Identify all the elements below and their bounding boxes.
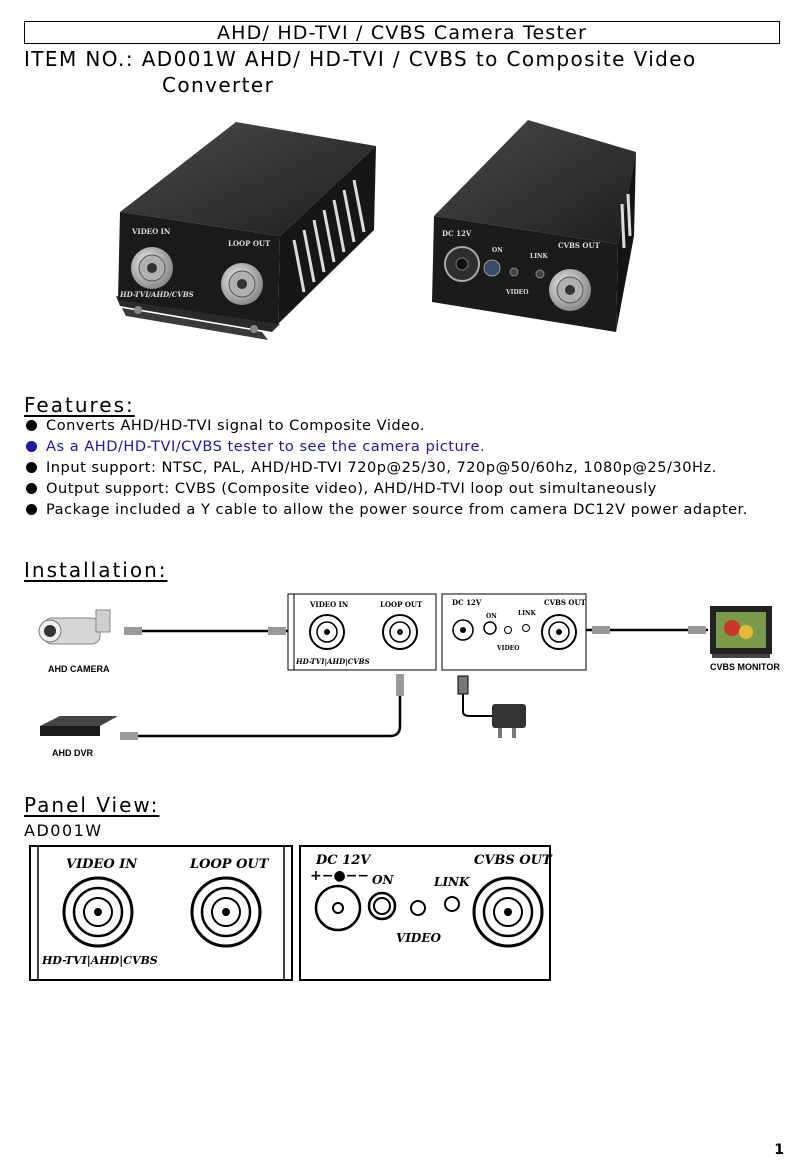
diagram-label-cvbs-out: CVBS OUT [544, 598, 587, 607]
dc-power-jack [314, 884, 362, 932]
bnc-loop-out [190, 876, 262, 948]
bullet-icon [26, 441, 37, 452]
photo-label-link: LINK [530, 253, 549, 260]
on-switch [367, 891, 397, 921]
label-ahd-dvr: AHD DVR [52, 748, 94, 758]
power-adapter-icon [492, 704, 526, 738]
bnc-video-in [62, 876, 134, 948]
panel-label-video: VIDEO [396, 931, 441, 945]
page-number: 1 [774, 1142, 784, 1158]
feature-item: Output support: CVBS (Composite video), … [24, 478, 794, 499]
installation-heading: Installation: [24, 558, 168, 582]
model-number: AD001W [24, 821, 103, 840]
item-line-2: Converter [162, 73, 275, 97]
video-led [509, 267, 519, 277]
photo-label-video-in: VIDEO IN [131, 227, 171, 236]
diagram-label-hd: HD-TVI|AHD|CVBS [295, 657, 370, 666]
installation-diagram: AHD CAMERA VIDEO IN LOOP OUT HD-TVI|AHD|… [38, 593, 780, 758]
diagram-label-link: LINK [518, 610, 537, 617]
flange-hole [134, 306, 142, 314]
photo-label-hd-tvi: HD-TVI/AHD/CVBS [119, 290, 194, 299]
dc-jack [444, 246, 480, 282]
photo-label-on: ON [492, 247, 503, 254]
feature-item: Input support: NTSC, PAL, AHD/HD-TVI 720… [24, 457, 794, 478]
panel-view-heading: Panel View: [24, 793, 160, 817]
feature-item: Package included a Y cable to allow the … [24, 499, 794, 520]
item-line-1: ITEM NO.: AD001W AHD/ HD-TVI / CVBS to C… [24, 47, 697, 71]
panel-label-on: ON [372, 873, 394, 887]
diagram-label-on: ON [486, 613, 497, 620]
power-cable [462, 688, 492, 717]
bnc-connector-loop-out [221, 263, 263, 305]
bnc-plug [124, 627, 142, 635]
features-list: Converts AHD/HD-TVI signal to Composite … [24, 415, 794, 520]
bullet-icon [26, 462, 37, 473]
link-led [535, 269, 545, 279]
bnc-connector-video-in [131, 247, 173, 289]
label-ahd-camera: AHD CAMERA [48, 664, 110, 674]
flange-hole [250, 325, 258, 333]
diagram-label-video: VIDEO [496, 645, 519, 652]
diagram-label-video-in: VIDEO IN [309, 600, 349, 609]
product-photo-input-side: VIDEO IN LOOP OUT HD-TVI/AHD/CVBS [116, 122, 376, 340]
photo-label-video: VIDEO [505, 289, 528, 296]
on-led [483, 259, 501, 277]
document-title: AHD/ HD-TVI / CVBS Camera Tester [24, 21, 780, 44]
photo-label-dc12v: DC 12V [442, 229, 472, 238]
diagram-label-dc12v: DC 12V [452, 598, 482, 607]
features-heading: Features: [24, 393, 135, 417]
ahd-camera-icon [38, 609, 111, 645]
ahd-dvr-icon [40, 716, 118, 736]
video-led-indicator [410, 900, 426, 916]
diagram-label-loop-out: LOOP OUT [380, 600, 423, 609]
panel-view-drawing: VIDEO IN LOOP OUT HD-TVI|AHD|CVBS DC 12V… [29, 845, 553, 981]
cable-dvr [120, 682, 402, 738]
panel-output-side: DC 12V +−●−− ON LINK CVBS OUT VIDEO [299, 845, 553, 981]
bnc-connector-cvbs-out [549, 269, 591, 311]
bullet-icon [26, 420, 37, 431]
panel-label-loop-out: LOOP OUT [189, 857, 270, 872]
photo-label-loop-out: LOOP OUT [228, 239, 271, 248]
label-cvbs-monitor: CVBS MONITOR [710, 662, 780, 672]
bullet-icon [26, 483, 37, 494]
link-led-indicator [444, 896, 460, 912]
polarity-icon: +−●−− [310, 868, 369, 884]
bullet-icon [26, 504, 37, 515]
panel-label-video-in: VIDEO IN [66, 857, 138, 872]
feature-item: As a AHD/HD-TVI/CVBS tester to see the c… [24, 436, 794, 457]
cvbs-monitor-icon [710, 606, 772, 658]
panel-label-dc12v: DC 12V [315, 853, 372, 868]
photo-label-cvbs-out: CVBS OUT [558, 241, 601, 250]
product-photo-output-side: DC 12V ON LINK VIDEO CVBS OUT [432, 120, 636, 332]
panel-label-link: LINK [433, 875, 470, 889]
bnc-cvbs-out [472, 876, 544, 948]
bnc-plug [268, 627, 286, 635]
feature-item: Converts AHD/HD-TVI signal to Composite … [24, 415, 794, 436]
item-number-heading: ITEM NO.: AD001W AHD/ HD-TVI / CVBS to C… [24, 46, 784, 98]
panel-label-cvbs-out: CVBS OUT [474, 853, 553, 868]
panel-input-side: VIDEO IN LOOP OUT HD-TVI|AHD|CVBS [29, 845, 293, 981]
panel-label-hd: HD-TVI|AHD|CVBS [41, 954, 158, 967]
